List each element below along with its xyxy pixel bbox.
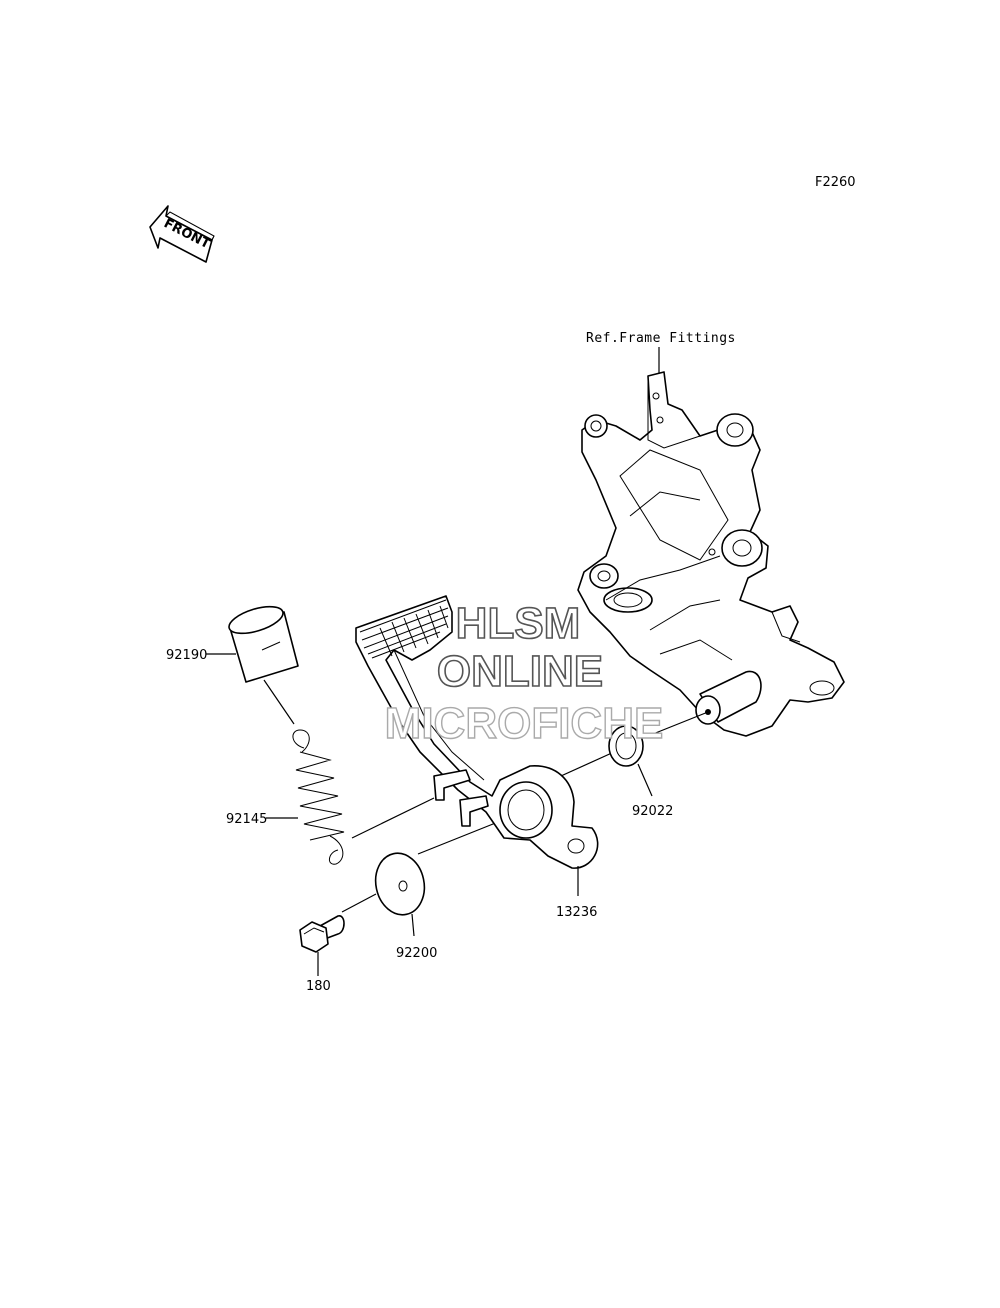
leader-washer-small (637, 763, 653, 797)
watermark-line2: ONLINE (437, 647, 603, 696)
cover-sleeve (228, 605, 299, 683)
leader-washer-large (411, 913, 415, 937)
part-label-pedal: 13236 (556, 905, 597, 920)
frame-bracket (577, 371, 845, 737)
part-label-cover: 92190 (166, 648, 207, 663)
watermark-line1: HLSM (456, 599, 581, 648)
leader-pedal-washer (417, 817, 509, 855)
part-label-bolt: 180 (306, 979, 331, 994)
washer-small (608, 725, 644, 767)
leader-shaft-washer (637, 711, 709, 741)
brake-pedal (355, 595, 599, 869)
washer-large (374, 852, 426, 916)
return-spring (292, 729, 345, 865)
reference-label: Ref.Frame Fittings (586, 331, 736, 346)
part-label-spring: 92145 (226, 812, 267, 827)
watermark: HLSM ONLINE MICROFICHE (384, 598, 664, 749)
leader-spring-pedal (351, 797, 435, 839)
leader-cover-spring (263, 679, 295, 725)
part-label-washer-large: 92200 (396, 946, 437, 961)
leader-washer-bolt (341, 893, 377, 913)
figure-code: F2260 (815, 175, 856, 190)
watermark-line3: MICROFICHE (385, 699, 664, 748)
part-label-washer-small: 92022 (632, 804, 673, 819)
front-arrow-icon: FRONT (149, 205, 215, 263)
bolt (299, 915, 345, 953)
